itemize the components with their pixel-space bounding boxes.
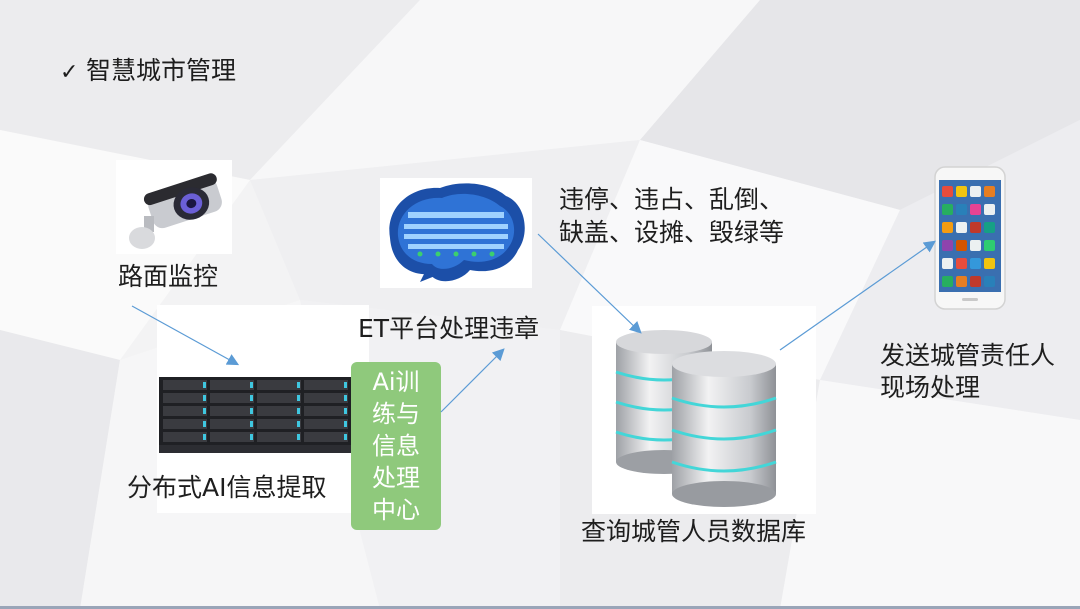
arrow-database-to-phone [780,242,934,350]
arrow-et-to-database [538,234,640,332]
arrow-ai-center-to-et [441,350,503,412]
arrow-camera-to-server [132,306,237,364]
